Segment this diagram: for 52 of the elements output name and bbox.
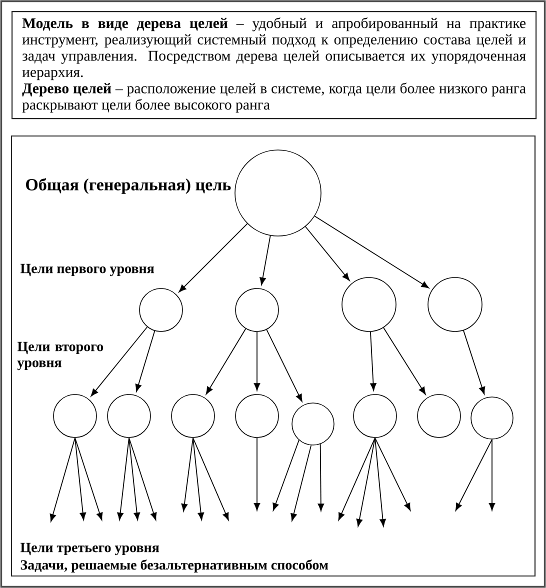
arrow (254, 331, 260, 391)
goal-circle (235, 288, 279, 332)
level-label: Цели второго уровня (17, 342, 104, 370)
arrow (254, 437, 260, 511)
arrow (463, 330, 486, 394)
definition-text: Дерево целей – расположение целей в системе, когда цели более низкого ранга раскрывают цели более высокого ранга (22, 82, 526, 113)
arrow (128, 437, 157, 520)
level-label: Задачи, решаемые безальтернативным способом (20, 560, 328, 572)
goal-label: Общая (генеральная) цель (26, 178, 231, 194)
goal-circle (234, 150, 322, 236)
arrow (338, 437, 376, 520)
goal-circle (470, 396, 514, 440)
arrow (128, 437, 140, 520)
arrow (90, 326, 148, 396)
arrow (117, 437, 130, 520)
arrow (370, 331, 376, 391)
goal-circle (292, 402, 334, 446)
goal-circle (139, 288, 183, 332)
arrow (305, 226, 350, 281)
goal-circle (171, 394, 215, 438)
level-label: Цели первого уровня (20, 264, 154, 276)
goal-circle (353, 394, 397, 438)
arrow (290, 444, 312, 522)
arrow (374, 437, 386, 527)
goal-circle (235, 394, 279, 438)
arrow (383, 327, 426, 395)
level-label: Цели третьего уровня (20, 542, 160, 556)
arrow (206, 328, 246, 394)
arrow (192, 437, 204, 520)
goal-circle (107, 394, 151, 438)
goal-circle (53, 394, 97, 438)
arrow (455, 438, 492, 511)
arrow (74, 437, 86, 520)
arrow (192, 437, 229, 520)
goal-circle (417, 394, 461, 438)
arrow (266, 329, 302, 402)
arrow (356, 437, 376, 527)
arrow (314, 216, 430, 288)
arrow (181, 437, 194, 512)
arrow (178, 223, 248, 292)
arrow (272, 440, 300, 511)
arrow (318, 444, 324, 512)
arrow (488, 438, 496, 511)
arrow (74, 437, 103, 520)
goal-circle (428, 277, 482, 332)
arrow (260, 235, 271, 286)
text-box (12, 11, 537, 120)
goal-circle (342, 277, 396, 332)
arrow (374, 437, 411, 511)
arrow (135, 330, 156, 392)
arrow (50, 437, 76, 522)
definition-text: Модель в виде дерева целей – удобный и апробированный на практике инструмент, реализующий системный подход к определению состава целей и задач управления. Посредством дерева целей описывается их упорядоченная иерархия. (22, 17, 526, 80)
